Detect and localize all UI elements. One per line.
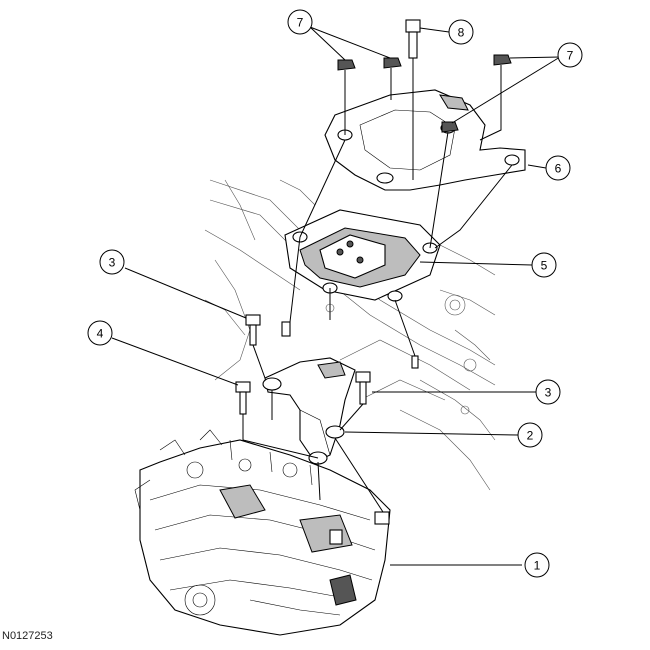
callout-label-3-right: 3	[545, 386, 552, 400]
callout-3-left: 3	[99, 249, 125, 275]
callout-label-3-left: 3	[109, 256, 116, 270]
callout-7-right: 7	[557, 42, 583, 68]
callout-label-4: 4	[97, 327, 104, 341]
callout-3-right: 3	[535, 379, 561, 405]
assembly-lines	[242, 58, 513, 513]
callout-6: 6	[545, 155, 571, 181]
callout-label-1: 1	[534, 559, 541, 573]
callout-label-2: 2	[527, 429, 534, 443]
callout-1: 1	[524, 552, 550, 578]
callout-8: 8	[448, 19, 474, 45]
callout-label-6: 6	[555, 162, 562, 176]
callout-label-8: 8	[458, 26, 465, 40]
upper-mount-bracket	[324, 89, 526, 191]
callout-label-7-right: 7	[567, 49, 574, 63]
figure-id: N0127253	[2, 630, 53, 642]
callout-label-5: 5	[541, 259, 548, 273]
callout-5: 5	[531, 252, 557, 278]
transmission-housing	[134, 429, 391, 636]
callout-4: 4	[87, 320, 113, 346]
callout-7-left: 7	[287, 9, 313, 35]
transmission-mount-bracket	[262, 357, 356, 465]
fasteners	[235, 19, 512, 415]
callout-2: 2	[517, 422, 543, 448]
callout-label-7-left: 7	[297, 16, 304, 30]
transmission-mount	[284, 209, 441, 302]
callout-leaders	[111, 26, 561, 566]
